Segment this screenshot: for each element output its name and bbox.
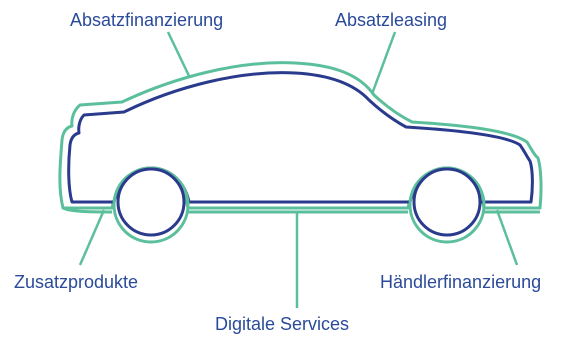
label-absatzleasing: Absatzleasing — [335, 10, 448, 30]
leader-zusatzprodukte — [78, 209, 106, 266]
rear-wheel — [412, 167, 482, 237]
leader-absatzfinanzierung — [166, 31, 192, 79]
label-haendlerfinanzierung: Händlerfinanzierung — [380, 272, 542, 292]
leader-absatzleasing — [370, 31, 397, 95]
leader-haendlerfinanzierung — [495, 209, 519, 266]
wheel-icon — [112, 166, 486, 244]
label-digitale-services: Digitale Services — [215, 314, 350, 334]
label-absatzfinanzierung: Absatzfinanzierung — [70, 10, 224, 30]
front-wheel — [116, 167, 186, 237]
label-zusatzprodukte: Zusatzprodukte — [14, 272, 139, 292]
leader-lines — [78, 31, 519, 308]
